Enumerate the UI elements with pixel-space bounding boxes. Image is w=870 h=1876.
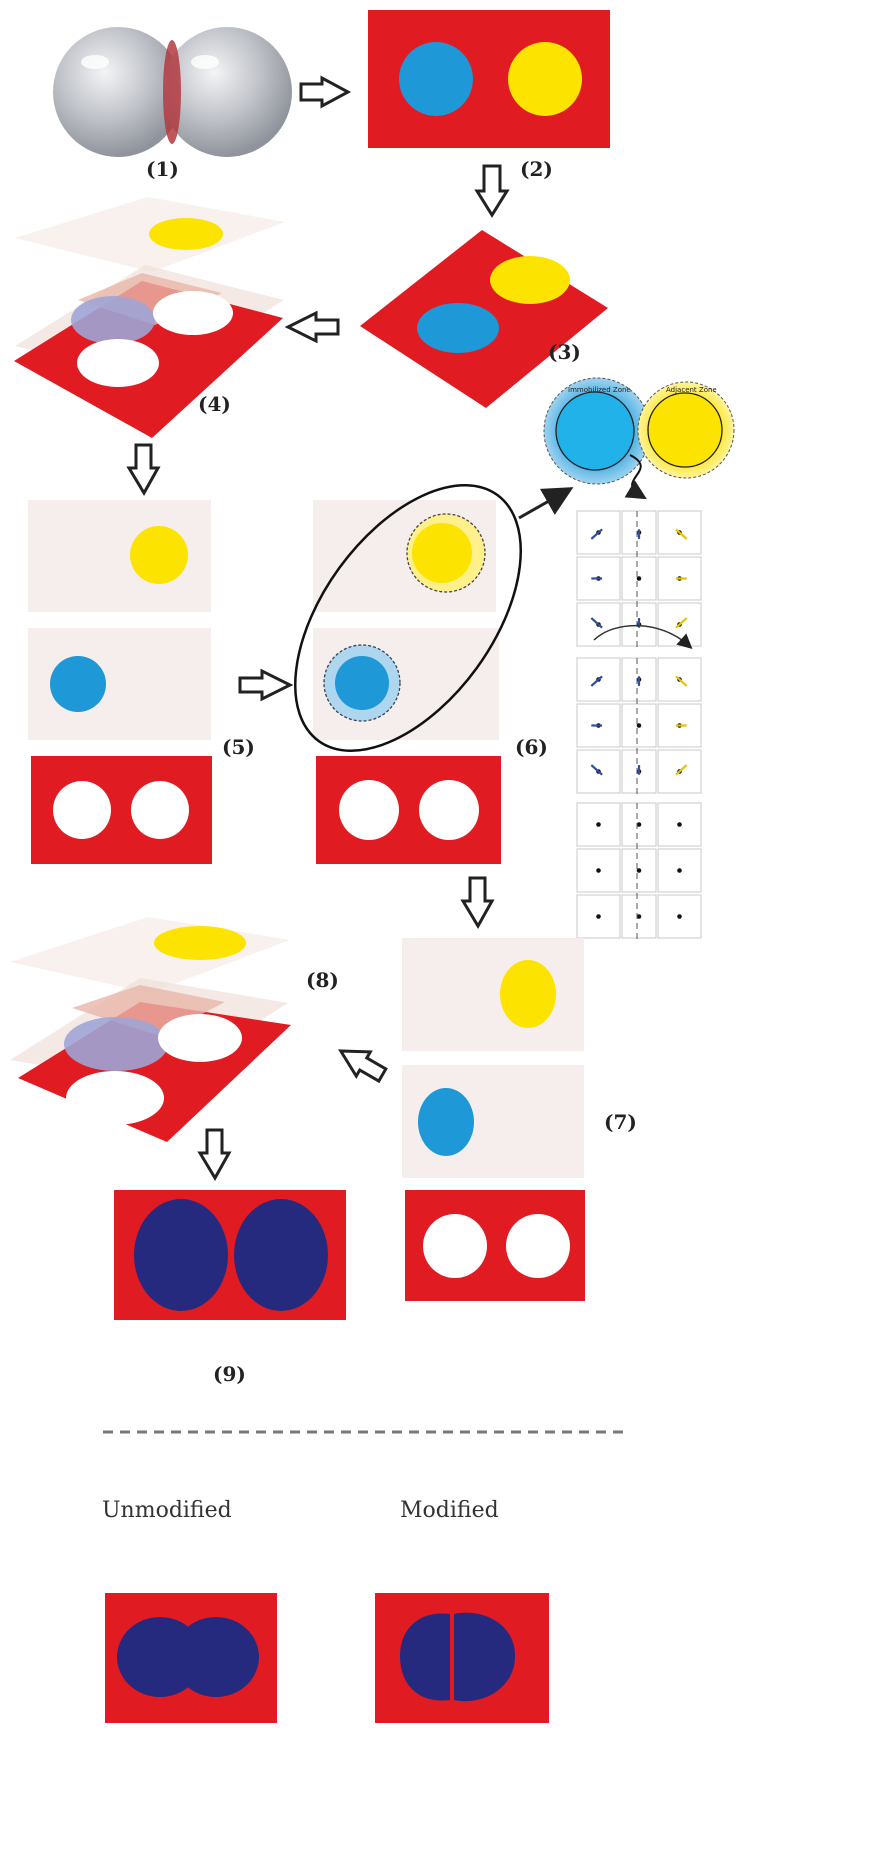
selection-ellipse xyxy=(294,484,522,752)
step-label-4: (4) xyxy=(198,392,231,416)
modified-slab xyxy=(375,1593,549,1723)
vector-dot xyxy=(596,822,601,827)
vector-dot xyxy=(677,868,682,873)
vector-dot xyxy=(636,868,642,873)
hollow-arrow-icon xyxy=(284,310,340,344)
vector-arrow xyxy=(590,617,603,629)
vector-cell xyxy=(621,657,657,702)
step6-layers xyxy=(294,484,522,864)
right-sphere xyxy=(162,27,292,157)
vector-cell xyxy=(657,703,702,748)
step1-spheres xyxy=(53,27,292,157)
unmodified-slab xyxy=(105,1593,277,1723)
vector-arrow xyxy=(590,528,603,540)
step7-layers xyxy=(402,938,585,1301)
vector-dot xyxy=(636,914,642,919)
step-label-6: (6) xyxy=(515,735,548,759)
step-label-8: (8) xyxy=(306,968,339,992)
vector-arrow xyxy=(675,675,688,687)
pointer-arrow xyxy=(518,487,574,520)
modified-heading: Modified xyxy=(400,1498,499,1523)
contact-interface xyxy=(163,40,181,144)
vector-arrow xyxy=(675,528,688,540)
vector-dot xyxy=(636,723,642,728)
step-label-7: (7) xyxy=(604,1110,637,1134)
inset-label-left: Immobilized Zone xyxy=(568,386,631,394)
vector-cell xyxy=(621,602,657,647)
step-label-3: (3) xyxy=(548,340,581,364)
vector-dot xyxy=(636,822,642,827)
vector-cell xyxy=(576,556,621,601)
step5-layers xyxy=(28,500,212,864)
step4-exploded-stack xyxy=(14,197,285,438)
step-label-1: (1) xyxy=(146,157,179,181)
vector-arrow xyxy=(675,764,688,776)
vector-dot xyxy=(677,822,682,827)
hollow-arrow-icon xyxy=(299,75,352,109)
inset-label-right: Adjacent Zone xyxy=(666,386,717,394)
vector-dot xyxy=(636,576,642,581)
hollow-arrow-icon xyxy=(197,1128,232,1181)
hollow-arrow-icon xyxy=(238,668,294,702)
vector-dot xyxy=(677,914,682,919)
step-label-5: (5) xyxy=(222,735,255,759)
step8-exploded-stack xyxy=(10,917,291,1142)
hollow-arrow-icon xyxy=(460,876,495,929)
curved-arrow-icon xyxy=(593,624,693,649)
vector-arrow xyxy=(590,675,603,687)
hollow-arrow-icon xyxy=(474,164,510,218)
step3-tilted-slab xyxy=(360,230,608,408)
vector-arrow xyxy=(590,764,603,776)
vector-arrow xyxy=(675,617,688,629)
vector-grid-icon xyxy=(576,510,702,941)
vector-dot xyxy=(596,868,601,873)
curved-arrow-icon xyxy=(624,454,647,500)
step-label-2: (2) xyxy=(520,157,553,181)
unmodified-heading: Unmodified xyxy=(102,1498,232,1523)
step2-slab xyxy=(368,10,610,148)
vector-dot xyxy=(596,914,601,919)
hollow-arrow-icon xyxy=(338,1049,388,1084)
zone-inset xyxy=(543,377,735,500)
step-label-9: (9) xyxy=(213,1362,246,1386)
hollow-arrow-icon xyxy=(126,443,161,496)
step9-result-slab xyxy=(114,1190,346,1320)
